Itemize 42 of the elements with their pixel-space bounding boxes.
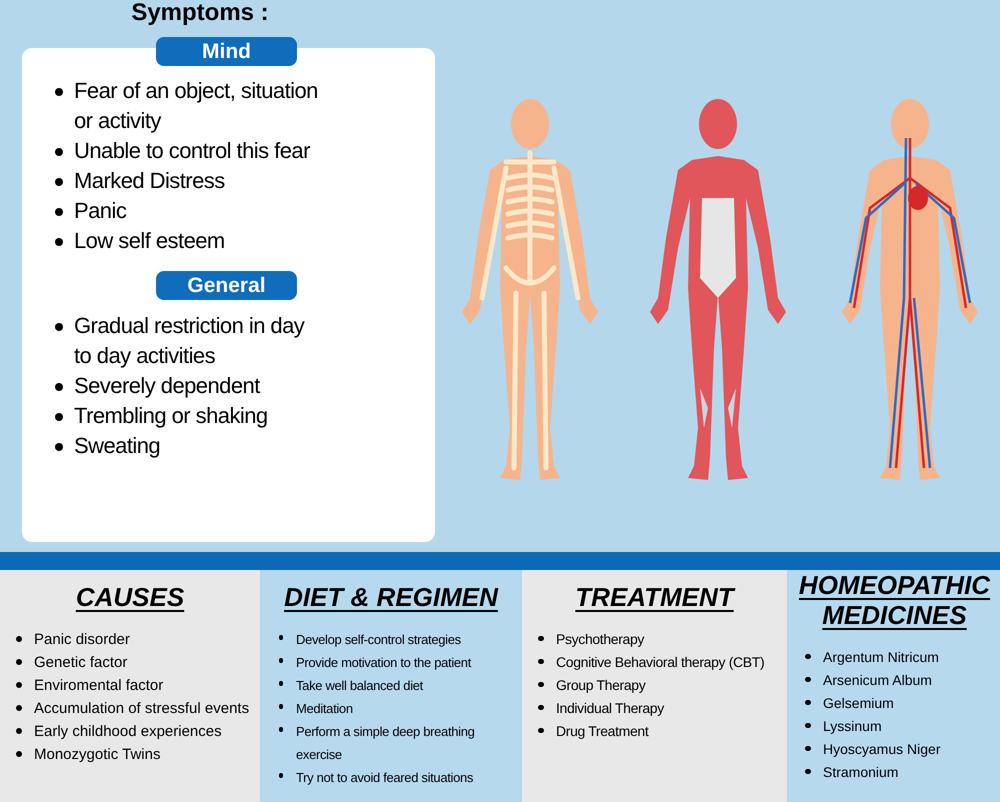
list-item: Gradual restriction in day to day activities [74,312,306,370]
list-item: Enviromental factor [34,676,164,696]
list-item: Develop self-control strategies [296,631,461,649]
info-panel [522,570,787,802]
list-item: Lyssinum [823,717,882,736]
panel-heading: TREATMENT [574,582,736,612]
list-item: Group Therapy [556,676,646,695]
list-item: Unable to control this fear [74,137,310,165]
info-panel [0,570,260,802]
list-item: Argentum Nitricum [823,648,939,667]
divider-band [0,552,1000,570]
list-item: Marked Distress [74,167,225,195]
list-item: Early childhood experiences [34,722,222,742]
list-item: Accumulation of stressful events [34,699,250,719]
list-item: Provide motivation to the patient [296,654,471,672]
list-item: Cognitive Behavioral therapy (CBT) [556,653,764,672]
list-item: Panic [74,197,126,225]
list-item: Fear of an object, situation or activity [74,77,319,135]
list-item: Monozygotic Twins [34,745,160,765]
list-item: Severely dependent [74,372,260,400]
list-item: Take well balanced diet [296,677,423,695]
list-item: Sweating [74,432,160,460]
list-item: Hyoscyamus Niger [823,740,940,759]
section-title: Symptoms : [130,0,270,28]
section-pill: Mind [156,37,297,66]
list-item: Try not to avoid feared situations [296,769,474,787]
panel-heading: DIET & REGIMEN [283,582,500,612]
list-item: Low self esteem [74,227,225,255]
panel-heading: CAUSES [74,582,186,612]
list-item: Gelsemium [823,694,894,713]
list-item: Perform a simple deep breathing exercise [296,723,476,764]
list-item: Panic disorder [34,630,130,650]
list-item: Psychotherapy [556,630,644,649]
list-item: Arsenicum Album [823,671,932,690]
list-item: Trembling or shaking [74,402,268,430]
section-pill: General [156,271,297,300]
list-item: Individual Therapy [556,699,664,718]
list-item: Genetic factor [34,653,128,673]
list-item: Drug Treatment [556,722,648,741]
list-item: Meditation [296,700,353,718]
panel-heading: HOMEOPATHIC MEDICINES [798,570,992,630]
list-item: Stramonium [823,763,898,782]
